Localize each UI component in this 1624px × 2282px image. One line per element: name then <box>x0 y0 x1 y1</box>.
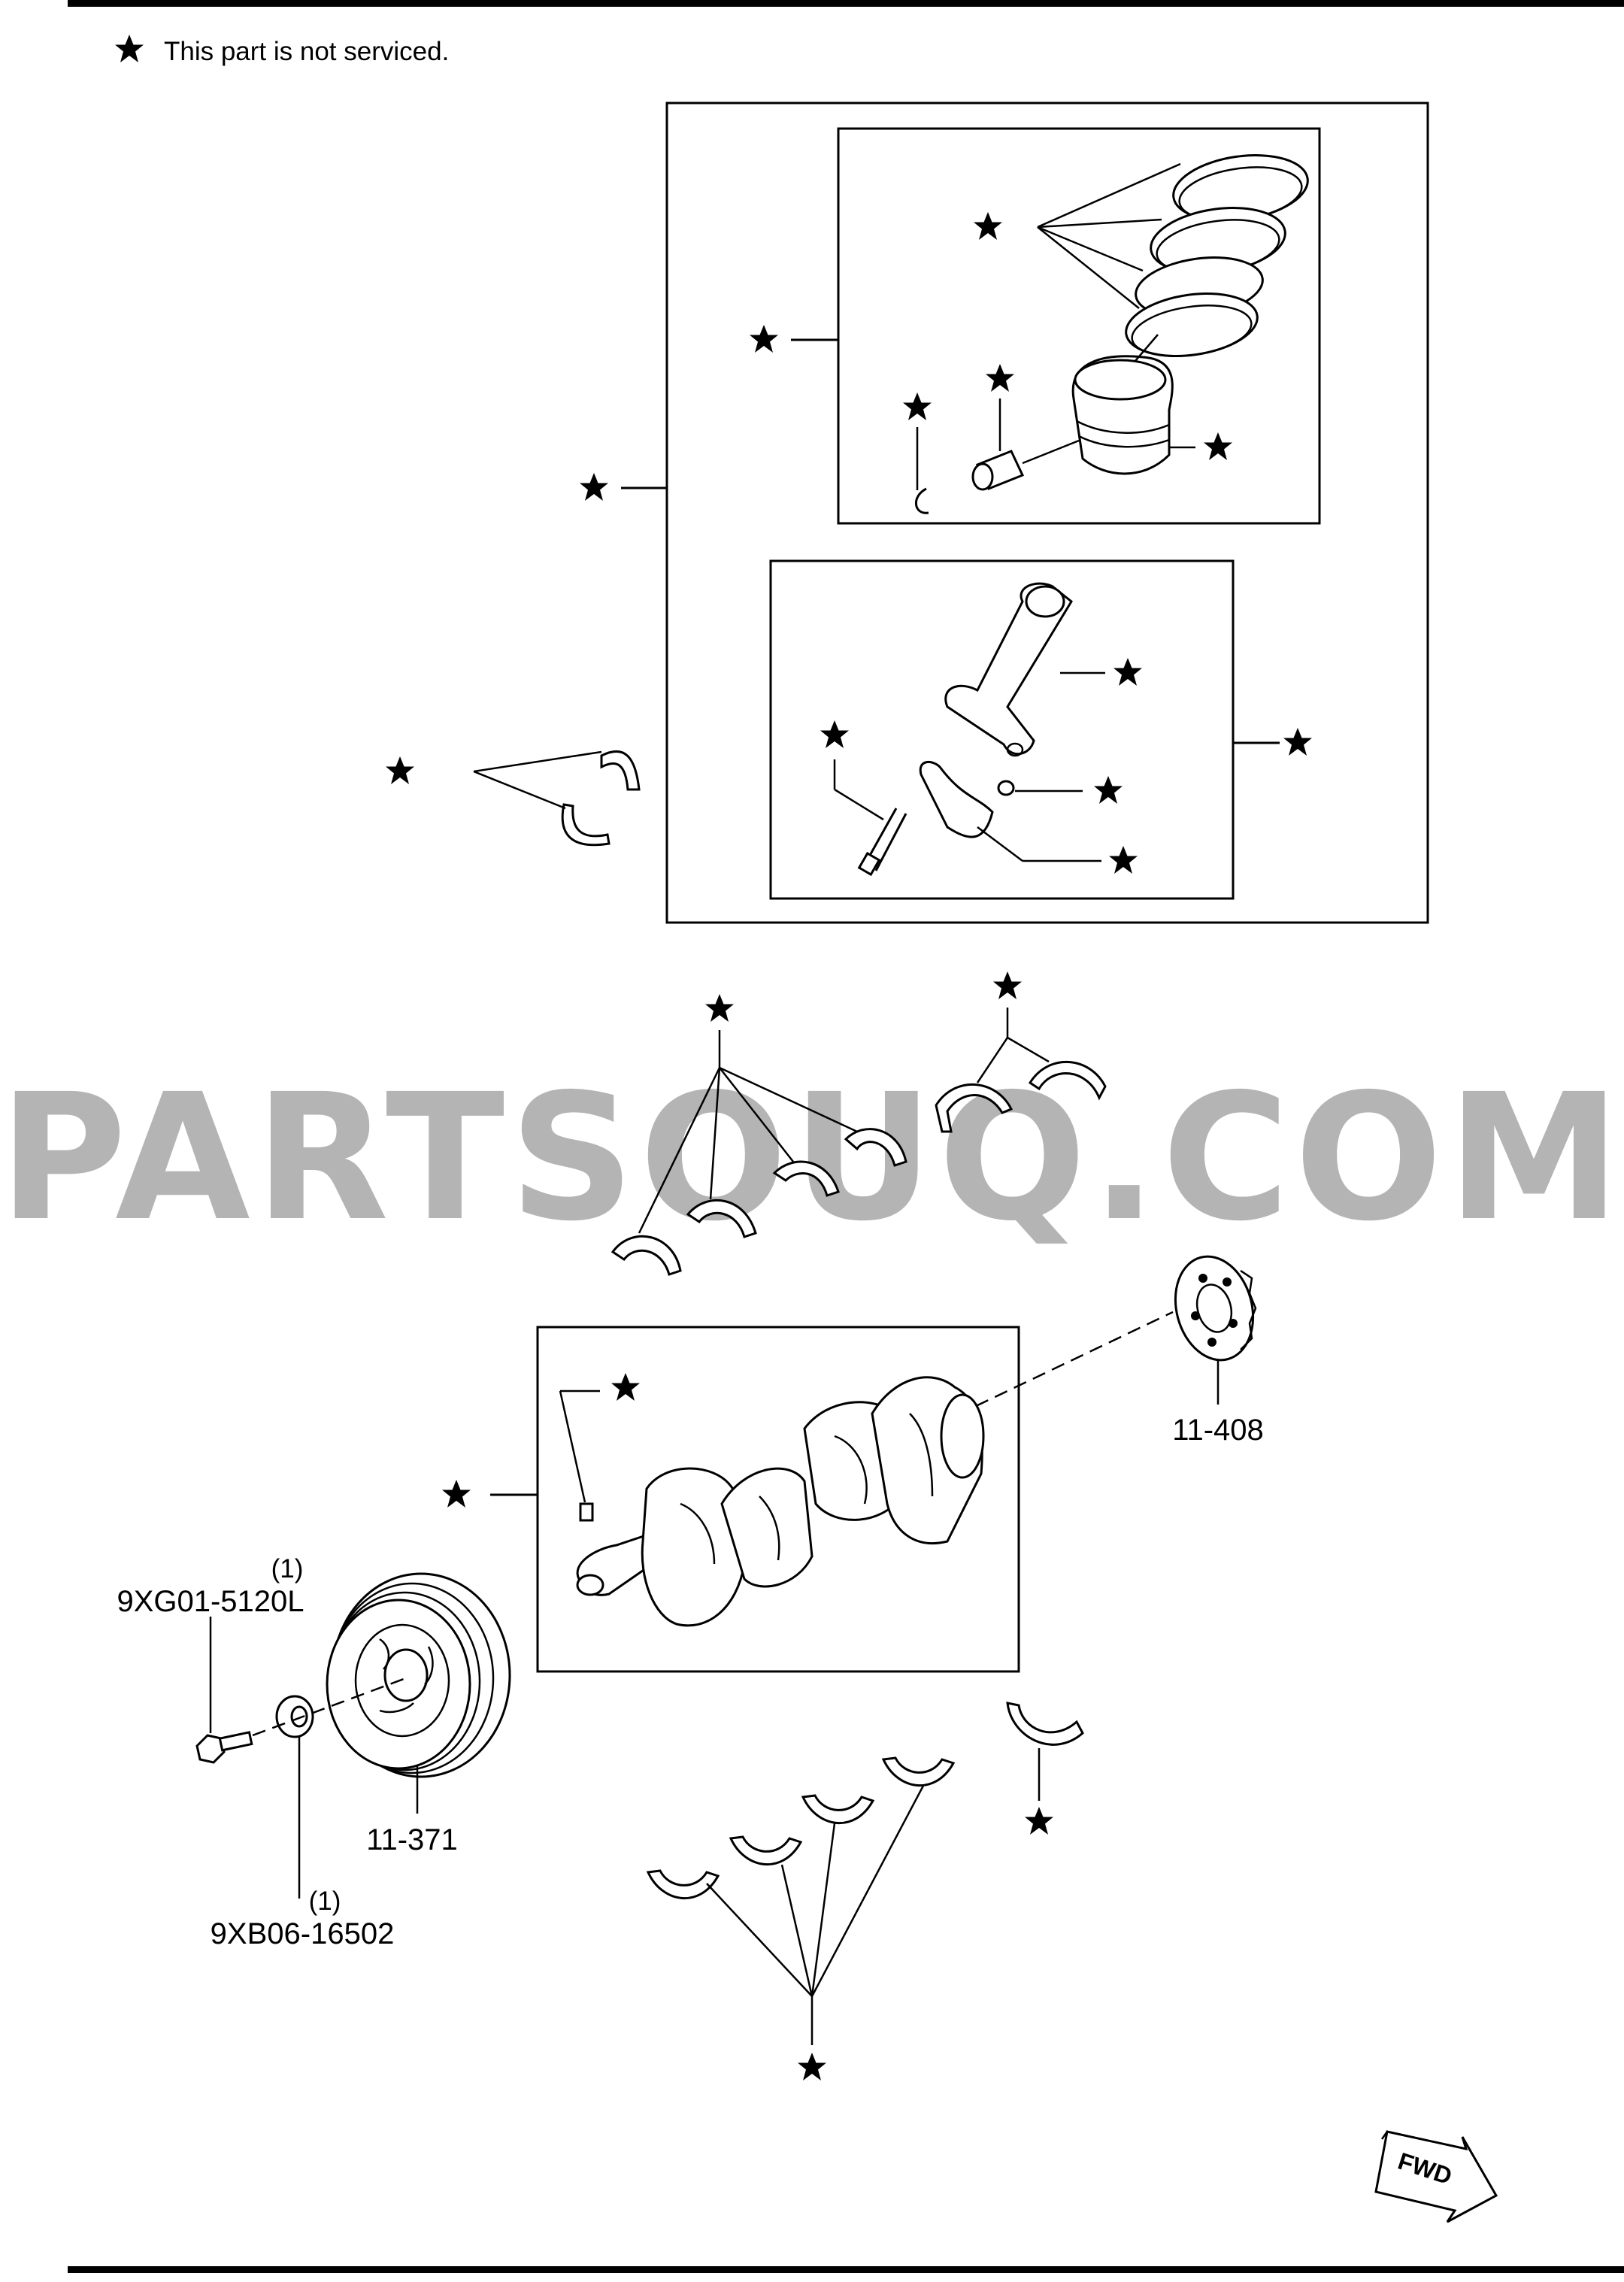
star-icon <box>1204 432 1232 460</box>
star-icon <box>442 1480 471 1508</box>
crank-pulley <box>326 1572 511 1778</box>
star-icon <box>580 473 608 501</box>
star-icon <box>611 1373 640 1401</box>
piston-pin <box>971 450 1025 491</box>
star-icon <box>1283 728 1312 756</box>
crankshaft-plug <box>579 1502 594 1522</box>
pulley-washer <box>275 1695 314 1738</box>
part-label-11-408: 11-408 <box>1172 1414 1264 1447</box>
part-label-11-371: 11-371 <box>366 1823 458 1856</box>
conrod-bearings <box>561 750 641 847</box>
part-label-9XB06-16502: 9XB06-16502 <box>211 1917 395 1950</box>
bottom-rule <box>68 2266 1624 2273</box>
upper-thrust-washers <box>935 1060 1107 1133</box>
conrod-cap <box>919 760 994 838</box>
top-rule <box>68 0 1624 7</box>
star-icon <box>750 325 778 353</box>
connecting-rod <box>944 582 1073 757</box>
piston-rings <box>1125 154 1309 357</box>
star-icon <box>1113 658 1142 686</box>
conrod-box-frame <box>769 559 1235 900</box>
watermark: PARTSOUQ.COM <box>0 1056 1624 1259</box>
crankshaft-assembly <box>442 1326 1020 1673</box>
part-quantity-9XB06-16502: (1) <box>309 1887 341 1916</box>
star-icon <box>986 364 1014 392</box>
piston-box-frame <box>837 127 1321 525</box>
star-icon <box>386 756 414 784</box>
star-icon <box>1109 846 1138 874</box>
conrod-bolt <box>857 808 907 877</box>
star-icon <box>820 720 849 748</box>
star-icon <box>974 212 1002 240</box>
part-label-9XG01-5120L: 9XG01-5120L <box>117 1585 304 1618</box>
lower-main-bearings <box>646 1756 956 1900</box>
star-icon <box>705 994 734 1022</box>
star-icon <box>1094 776 1123 804</box>
star-icon <box>115 35 144 62</box>
piston <box>1071 355 1174 475</box>
lower-thrust-washer <box>1006 1702 1084 1746</box>
star-icon <box>903 392 932 420</box>
crank-sprocket <box>1174 1255 1257 1362</box>
star-icon <box>993 971 1022 999</box>
crankshaft <box>576 1376 985 1627</box>
pulley-bolt <box>195 1731 253 1764</box>
fwd-direction-badge: FWD <box>1374 2130 1498 2223</box>
assembly-outer-frame <box>665 102 1429 924</box>
snap-ring <box>914 487 929 514</box>
crankshaft-box-frame <box>536 1326 1020 1673</box>
star-icon <box>1025 1807 1053 1835</box>
upper-main-bearings <box>611 1128 907 1276</box>
part-quantity-9XG01-5120L: (1) <box>271 1554 304 1583</box>
piston-conrod-assembly <box>580 102 1429 924</box>
star-icon <box>798 2053 826 2080</box>
legend-note: This part is not serviced. <box>164 37 449 66</box>
dowel <box>997 780 1015 796</box>
